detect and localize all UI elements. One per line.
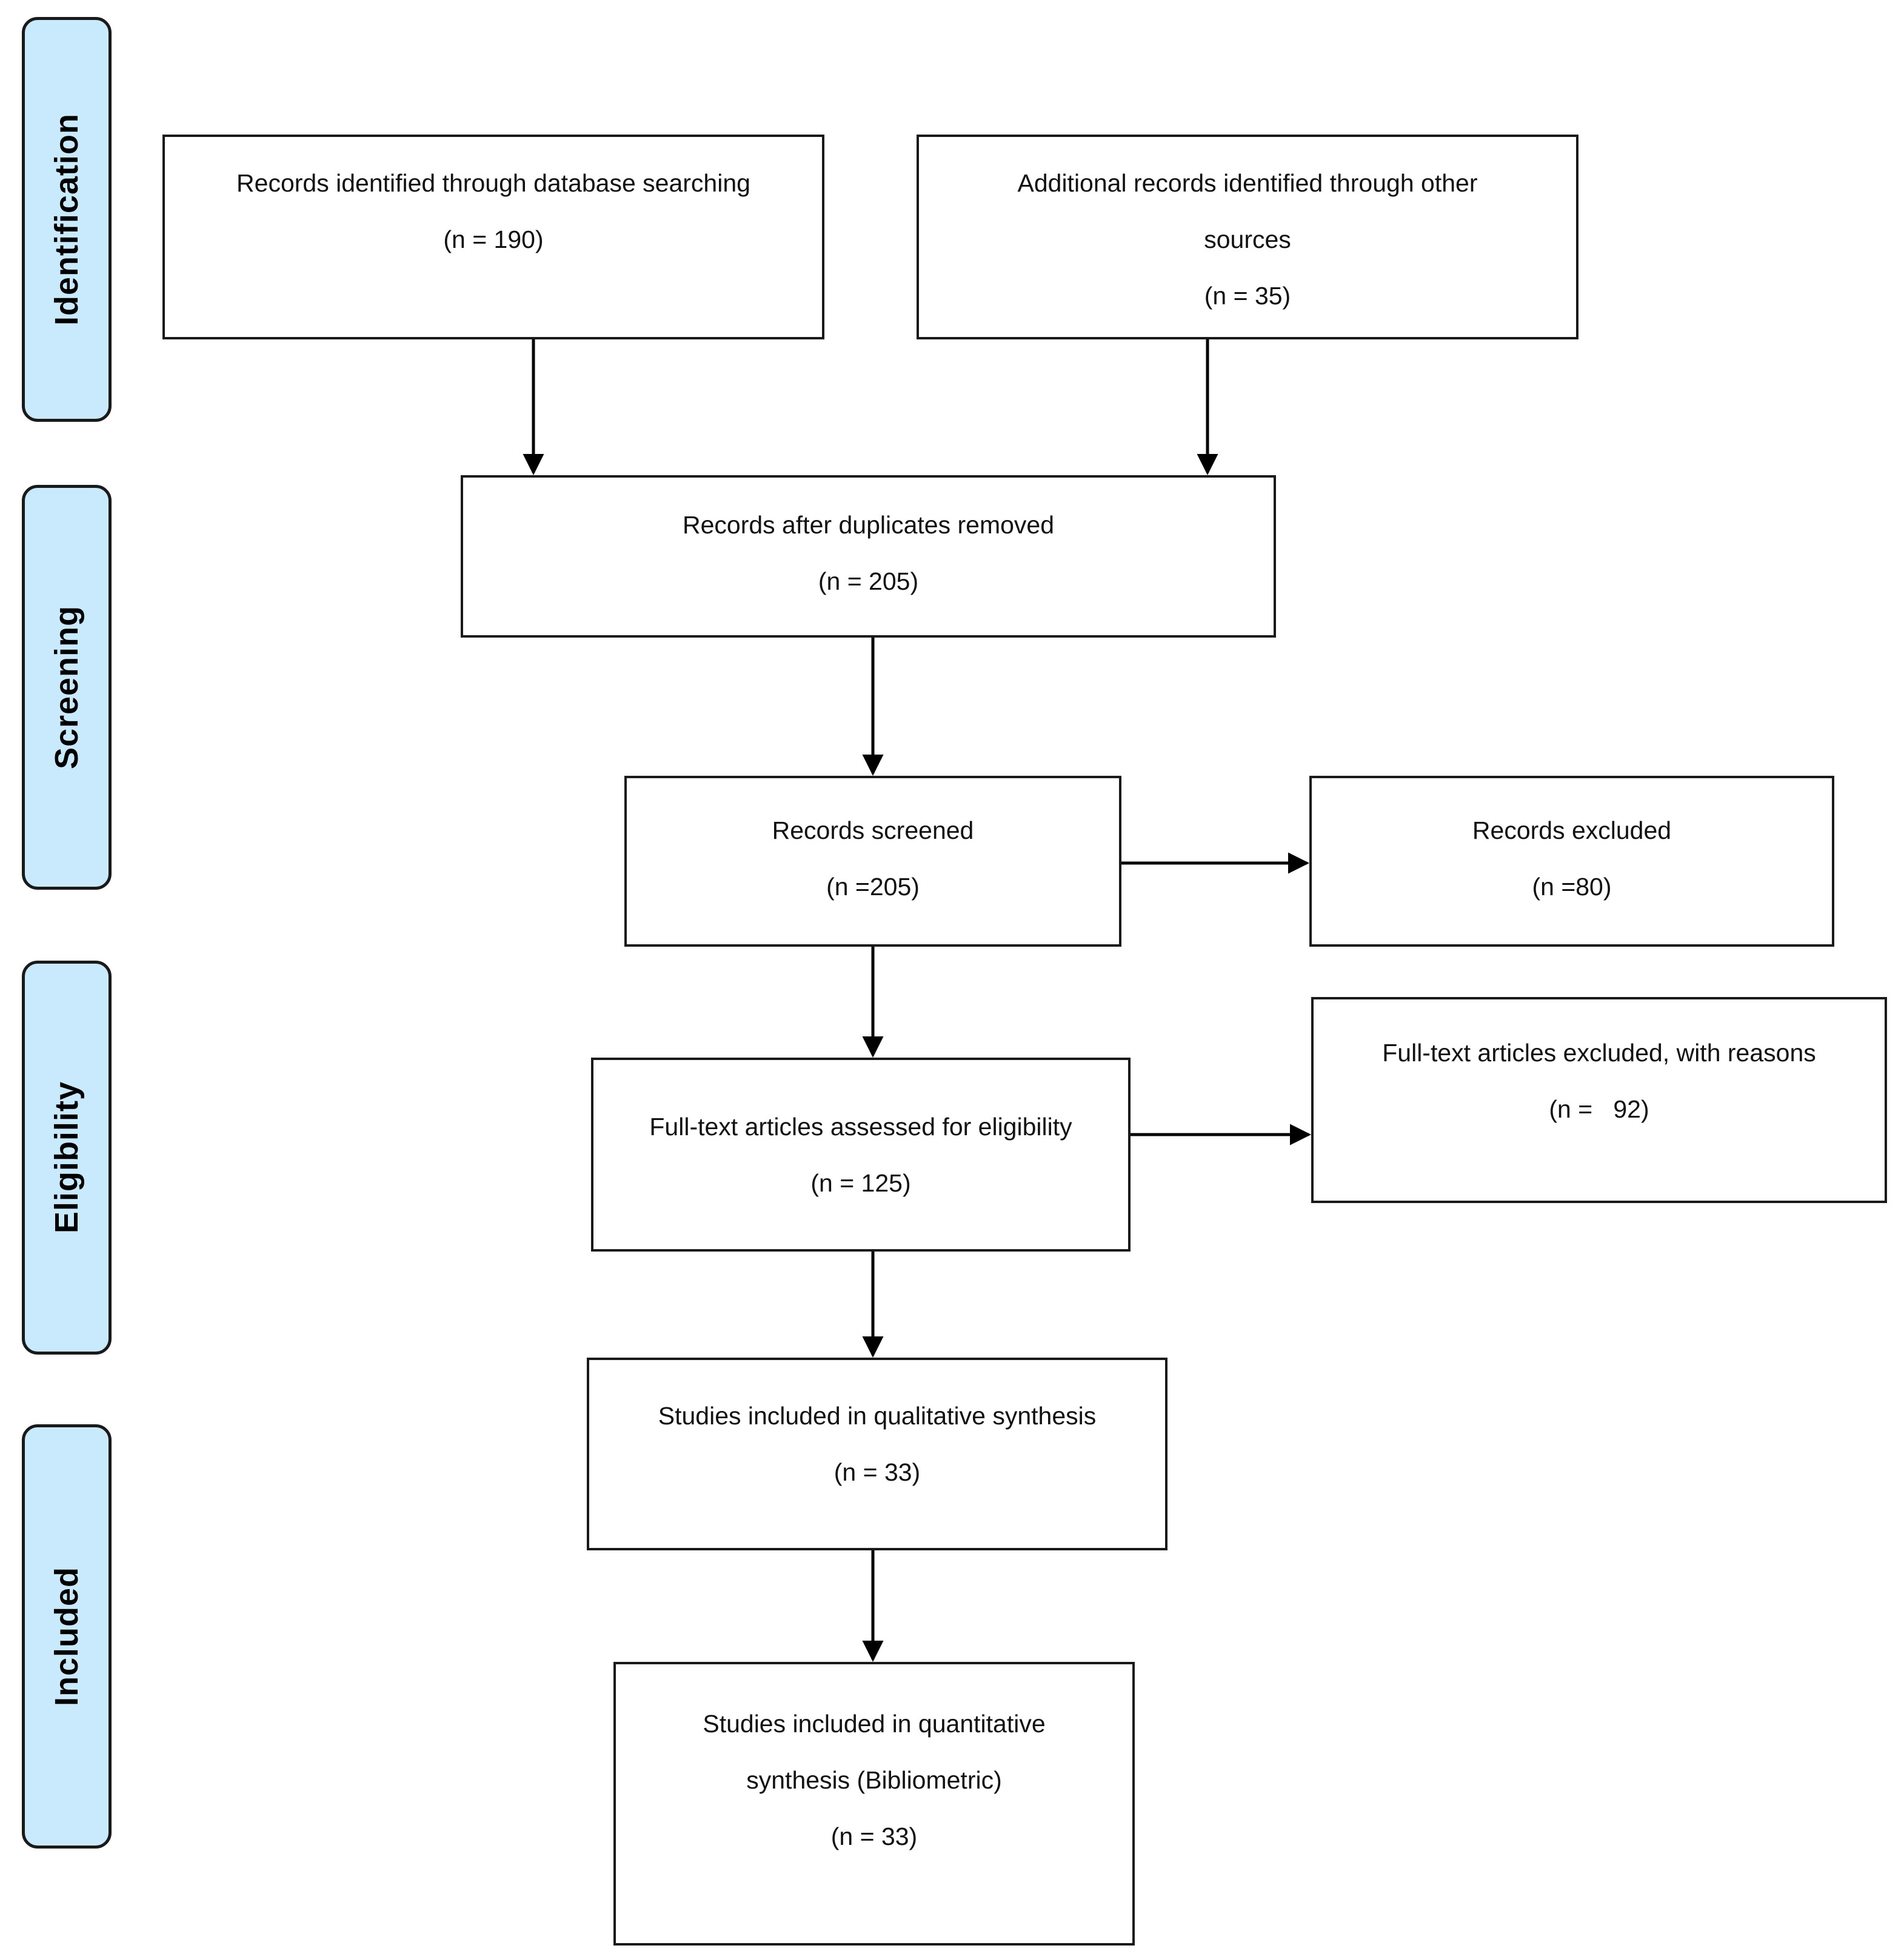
- box-title-label: Records identified through database sear…: [236, 169, 750, 197]
- box-count-label: (n =80): [1532, 873, 1612, 901]
- flow-box-text: Records screened (n =205): [627, 778, 1119, 899]
- box-title-label: Records screened: [772, 816, 974, 844]
- stage-label-included: Included: [48, 1566, 85, 1706]
- stage-pill-eligibility: Eligibility: [22, 961, 112, 1355]
- flow-box-text: Studies included in qualitative synthesi…: [589, 1360, 1165, 1485]
- box-title-label: sources: [1204, 225, 1291, 253]
- stage-pill-included: Included: [22, 1424, 112, 1849]
- flow-box-records-screened: Records screened (n =205): [624, 776, 1121, 947]
- line-spacer: [602, 1139, 1120, 1171]
- flow-box-text: Additional records identified through ot…: [919, 137, 1576, 308]
- line-spacer: [927, 252, 1568, 284]
- line-spacer: [635, 843, 1111, 875]
- box-title-label: Additional records identified through ot…: [1017, 169, 1478, 197]
- box-title-label: Full-text articles excluded, with reason…: [1382, 1039, 1816, 1067]
- stage-pill-identification: Identification: [22, 17, 112, 422]
- box-title-label: synthesis (Bibliometric): [746, 1766, 1002, 1794]
- stage-label-identification: Identification: [48, 113, 85, 325]
- flow-box-studies-quantitative-synthesis: Studies included in quantitative synthesi…: [613, 1662, 1135, 1946]
- box-title-label: Studies included in quantitative: [703, 1710, 1046, 1738]
- flow-box-text: Records excluded (n =80): [1312, 778, 1832, 899]
- box-count-label: (n = 205): [818, 567, 919, 595]
- box-title-label: Full-text articles assessed for eligibil…: [649, 1113, 1072, 1141]
- line-spacer: [624, 1736, 1124, 1768]
- flow-box-records-identified-database: Records identified through database sear…: [162, 135, 824, 339]
- line-spacer: [472, 538, 1265, 569]
- flow-box-fulltext-excluded-with-reasons: Full-text articles excluded, with reason…: [1311, 997, 1887, 1203]
- flow-box-additional-records-other-sources: Additional records identified through ot…: [917, 135, 1578, 339]
- box-count-label: (n = 35): [1204, 282, 1291, 310]
- box-title-label: Studies included in qualitative synthesi…: [658, 1402, 1097, 1430]
- box-count-label: (n = 33): [833, 1458, 921, 1486]
- box-count-label: (n =205): [826, 873, 920, 901]
- stage-label-screening: Screening: [48, 605, 85, 770]
- line-spacer: [624, 1793, 1124, 1824]
- flow-box-fulltext-assessed-eligibility: Full-text articles assessed for eligibil…: [591, 1058, 1131, 1252]
- flow-box-text: Records identified through database sear…: [165, 137, 822, 252]
- flow-box-studies-qualitative-synthesis: Studies included in qualitative synthesi…: [587, 1358, 1167, 1550]
- box-title-label: Records after duplicates removed: [682, 511, 1055, 539]
- stage-pill-screening: Screening: [22, 485, 112, 890]
- stage-label-eligibility: Eligibility: [48, 1081, 85, 1234]
- flow-box-text: Full-text articles excluded, with reason…: [1314, 999, 1885, 1122]
- line-spacer: [598, 1429, 1157, 1460]
- box-count-label: (n = 92): [1549, 1095, 1649, 1123]
- flow-box-text: Studies included in quantitative synthesi…: [616, 1664, 1132, 1849]
- flow-box-text: Full-text articles assessed for eligibil…: [593, 1060, 1128, 1196]
- line-spacer: [1322, 1065, 1876, 1097]
- box-count-label: (n = 33): [830, 1822, 918, 1850]
- line-spacer: [173, 196, 813, 227]
- box-count-label: (n = 125): [810, 1169, 911, 1197]
- line-spacer: [1320, 843, 1823, 875]
- line-spacer: [927, 196, 1568, 227]
- box-title-label: Records excluded: [1472, 816, 1672, 844]
- flow-box-text: Records after duplicates removed (n = 205…: [463, 478, 1274, 594]
- box-count-label: (n = 190): [443, 225, 544, 253]
- flow-box-records-excluded: Records excluded (n =80): [1309, 776, 1834, 947]
- flow-box-records-after-duplicates-removed: Records after duplicates removed (n = 205…: [461, 475, 1276, 638]
